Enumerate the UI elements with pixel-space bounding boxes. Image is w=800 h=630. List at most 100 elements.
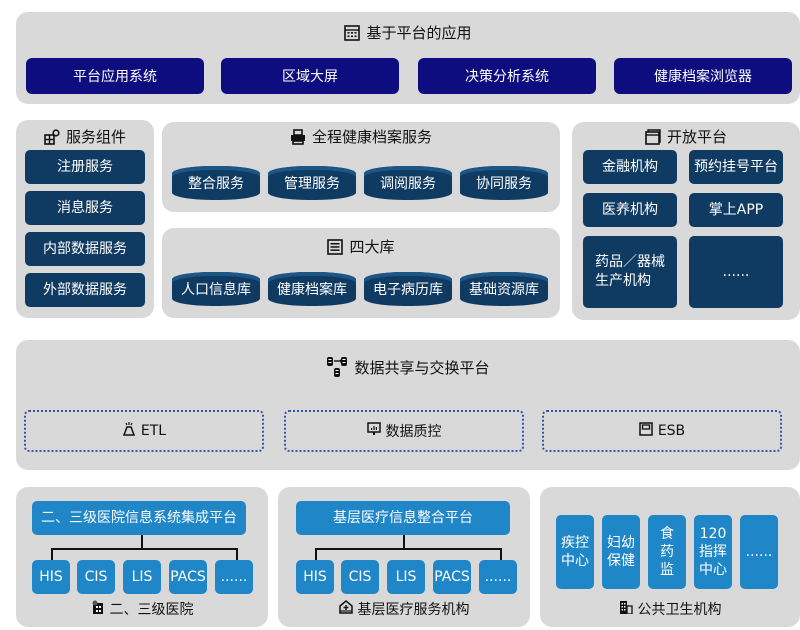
office-building-icon	[619, 600, 633, 618]
open-platform-item-more[interactable]: ......	[689, 236, 783, 308]
system-item[interactable]: HIS	[296, 560, 334, 594]
connector	[236, 548, 238, 560]
components-icon	[44, 128, 60, 145]
service-component-item[interactable]: 注册服务	[25, 150, 145, 184]
application-layer-title-text: 基于平台的应用	[366, 24, 472, 42]
app-item-label: 区域大屏	[282, 69, 338, 85]
primary-care-panel: 基层医疗信息整合平台 HIS CIS LIS PACS ...... 基层医疗服…	[278, 487, 530, 627]
esb-label: ESB	[657, 423, 686, 439]
service-component-item[interactable]: 消息服务	[25, 191, 145, 225]
calendar-grid-icon	[344, 24, 361, 41]
system-item[interactable]: CIS	[341, 560, 379, 594]
database-item[interactable]: 健康档案库	[268, 272, 356, 306]
item-label: 预约挂号平台	[694, 158, 778, 175]
public-health-item[interactable]: 120 指挥 中心	[694, 515, 732, 589]
app-item[interactable]: 决策分析系统	[418, 58, 596, 94]
item-label: 120 指挥 中心	[699, 525, 727, 579]
platform-label: 二、三级医院信息系统集成平台	[41, 509, 237, 526]
system-item[interactable]: PACS	[433, 560, 471, 594]
primary-care-integration-platform[interactable]: 基层医疗信息整合平台	[296, 501, 510, 535]
open-platform-item[interactable]: 掌上APP	[689, 193, 783, 227]
item-label: ......	[745, 543, 773, 560]
four-databases-panel: 四大库 人口信息库 健康档案库 电子病历库 基础资源库	[162, 228, 560, 318]
item-label: 健康档案库	[277, 282, 347, 298]
bus-icon	[639, 422, 653, 440]
public-health-item-more[interactable]: ......	[740, 515, 778, 589]
system-item[interactable]: LIS	[123, 560, 161, 594]
service-components-title: 服务组件	[16, 126, 154, 147]
public-health-item[interactable]: 食 药 监	[648, 515, 686, 589]
system-item-more[interactable]: ......	[479, 560, 517, 594]
app-item[interactable]: 健康档案浏览器	[614, 58, 792, 94]
open-platform-item[interactable]: 医养机构	[583, 193, 677, 227]
system-item[interactable]: PACS	[169, 560, 207, 594]
public-health-panel: 疾控 中心 妇幼 保健 食 药 监 120 指挥 中心 ...... 公共卫生机…	[540, 487, 800, 627]
printer-icon	[290, 128, 306, 145]
item-label: 消息服务	[57, 199, 113, 216]
system-label: LIS	[395, 568, 417, 585]
system-label: PACS	[434, 568, 470, 585]
tertiary-hospital-footer-text: 二、三级医院	[109, 602, 194, 618]
item-label: 调阅服务	[380, 176, 436, 192]
database-item[interactable]: 人口信息库	[172, 272, 260, 306]
list-icon	[327, 238, 344, 255]
app-item[interactable]: 区域大屏	[221, 58, 399, 94]
clinic-icon	[338, 600, 353, 618]
connector	[315, 548, 502, 550]
item-label: 妇幼 保健	[607, 534, 635, 569]
database-item[interactable]: 基础资源库	[460, 272, 548, 306]
system-label: CIS	[348, 568, 372, 585]
data-quality-box[interactable]: 数据质控	[284, 410, 524, 452]
system-item[interactable]: CIS	[77, 560, 115, 594]
etl-box[interactable]: ETL	[24, 410, 264, 452]
open-platform-item[interactable]: 药品／器械 生产机构	[583, 236, 677, 308]
esb-box[interactable]: ESB	[542, 410, 782, 452]
item-label: 食 药 监	[660, 525, 674, 579]
item-label: 内部数据服务	[43, 240, 127, 257]
health-record-service-title: 全程健康档案服务	[162, 126, 560, 147]
connector	[141, 535, 143, 549]
tertiary-hospital-footer: 二、三级医院	[16, 599, 268, 619]
service-component-item[interactable]: 内部数据服务	[25, 232, 145, 266]
system-label: CIS	[84, 568, 108, 585]
connector	[403, 535, 405, 549]
item-label: 整合服务	[188, 176, 244, 192]
item-label: 基础资源库	[469, 282, 539, 298]
service-components-title-text: 服务组件	[65, 128, 126, 146]
system-item[interactable]: HIS	[32, 560, 70, 594]
primary-care-footer-text: 基层医疗服务机构	[357, 602, 470, 618]
public-health-item[interactable]: 妇幼 保健	[602, 515, 640, 589]
data-exchange-title: 数据共享与交换平台	[16, 356, 800, 378]
health-record-service-item[interactable]: 整合服务	[172, 166, 260, 200]
item-label: ......	[722, 263, 750, 280]
app-item-label: 健康档案浏览器	[654, 69, 752, 85]
connector	[500, 548, 502, 560]
etl-icon	[122, 422, 136, 440]
health-record-service-item[interactable]: 协同服务	[460, 166, 548, 200]
health-record-service-item[interactable]: 调阅服务	[364, 166, 452, 200]
service-component-item[interactable]: 外部数据服务	[25, 273, 145, 307]
public-health-item[interactable]: 疾控 中心	[556, 515, 594, 589]
hospital-integration-platform[interactable]: 二、三级医院信息系统集成平台	[32, 501, 246, 535]
data-quality-label: 数据质控	[385, 424, 442, 440]
app-item[interactable]: 平台应用系统	[26, 58, 204, 94]
open-platform-item[interactable]: 金融机构	[583, 150, 677, 184]
public-health-footer: 公共卫生机构	[540, 599, 800, 619]
open-platform-item[interactable]: 预约挂号平台	[689, 150, 783, 184]
health-record-service-panel: 全程健康档案服务 整合服务 管理服务 调阅服务 协同服务	[162, 122, 560, 212]
system-label: ......	[484, 568, 512, 585]
system-label: HIS	[39, 568, 63, 585]
data-exchange-panel: 数据共享与交换平台 ETL 数据质控 ESB	[16, 340, 800, 470]
connector	[51, 548, 238, 550]
system-item-more[interactable]: ......	[215, 560, 253, 594]
health-record-service-title-text: 全程健康档案服务	[311, 128, 432, 146]
item-label: 外部数据服务	[43, 281, 127, 298]
item-label: 协同服务	[476, 176, 532, 192]
application-layer-panel: 基于平台的应用 平台应用系统 区域大屏 决策分析系统 健康档案浏览器	[16, 12, 800, 104]
health-record-service-item[interactable]: 管理服务	[268, 166, 356, 200]
application-layer-title: 基于平台的应用	[16, 22, 800, 43]
system-label: HIS	[303, 568, 327, 585]
database-item[interactable]: 电子病历库	[364, 272, 452, 306]
connector	[51, 548, 53, 560]
system-item[interactable]: LIS	[387, 560, 425, 594]
